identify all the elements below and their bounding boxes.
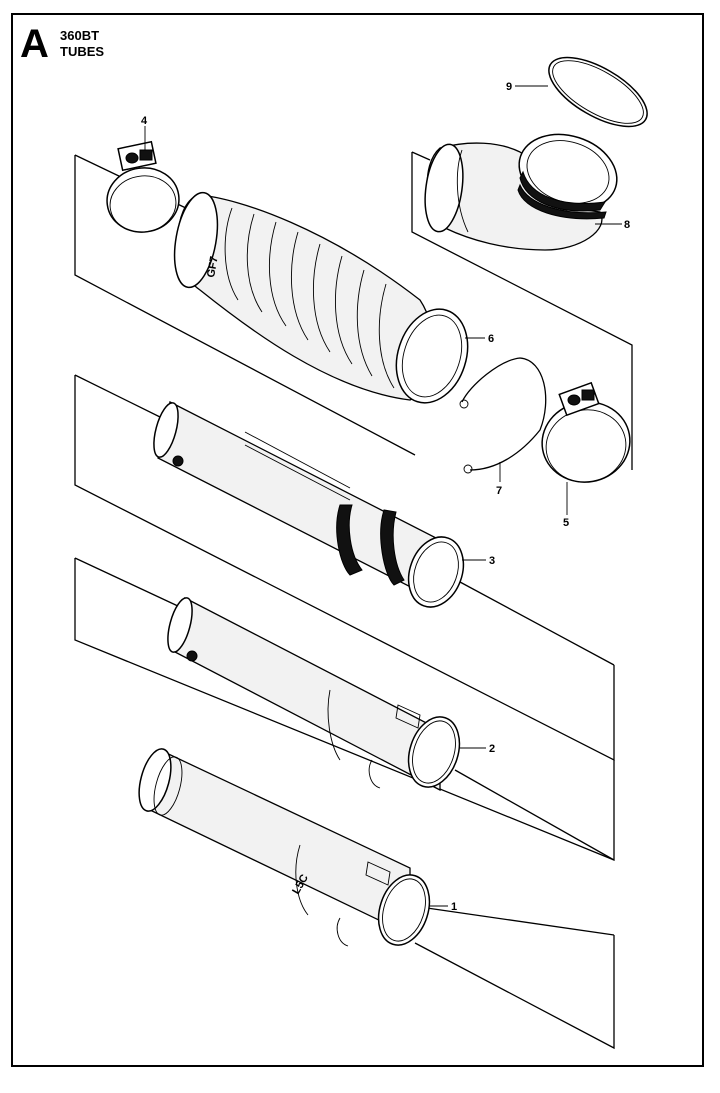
collar-ring-part: [395, 308, 469, 404]
bellows-marking: GF7: [205, 255, 221, 278]
hose-clamp-right-part: [541, 381, 631, 483]
sheet-title: TUBES: [60, 44, 105, 59]
panel-tube-1: [414, 906, 615, 1050]
callout-5: 5: [563, 517, 569, 529]
callout-9: 9: [506, 81, 512, 93]
panel-elbow-group: [411, 151, 633, 470]
callouts: 4 9 8 6 7 5 3 2 1: [141, 81, 630, 913]
model-number: 360BT: [60, 28, 100, 43]
o-ring-part: [548, 56, 648, 128]
callout-4: 4: [141, 115, 148, 127]
callout-1: 1: [451, 901, 457, 913]
callout-6: 6: [488, 333, 494, 345]
drawing-frame: [11, 13, 704, 1067]
leader-lines: [144, 85, 622, 907]
tube-2-part: [167, 597, 461, 792]
callout-8: 8: [624, 219, 630, 231]
tube-1-part: L5C: [138, 748, 431, 947]
callout-7: 7: [496, 485, 502, 497]
section-letter: A: [20, 22, 49, 66]
panel-tube-2: [74, 557, 615, 861]
hose-clamp-left-part: [106, 140, 180, 233]
callout-2: 2: [489, 743, 495, 755]
elbow-part: [424, 133, 618, 251]
wire-spring-part: [459, 357, 547, 474]
panel-tube-3: [74, 374, 615, 762]
bellows-hose-part: GF7: [173, 191, 435, 401]
callout-3: 3: [489, 555, 495, 567]
tube-3-part: [153, 401, 465, 608]
